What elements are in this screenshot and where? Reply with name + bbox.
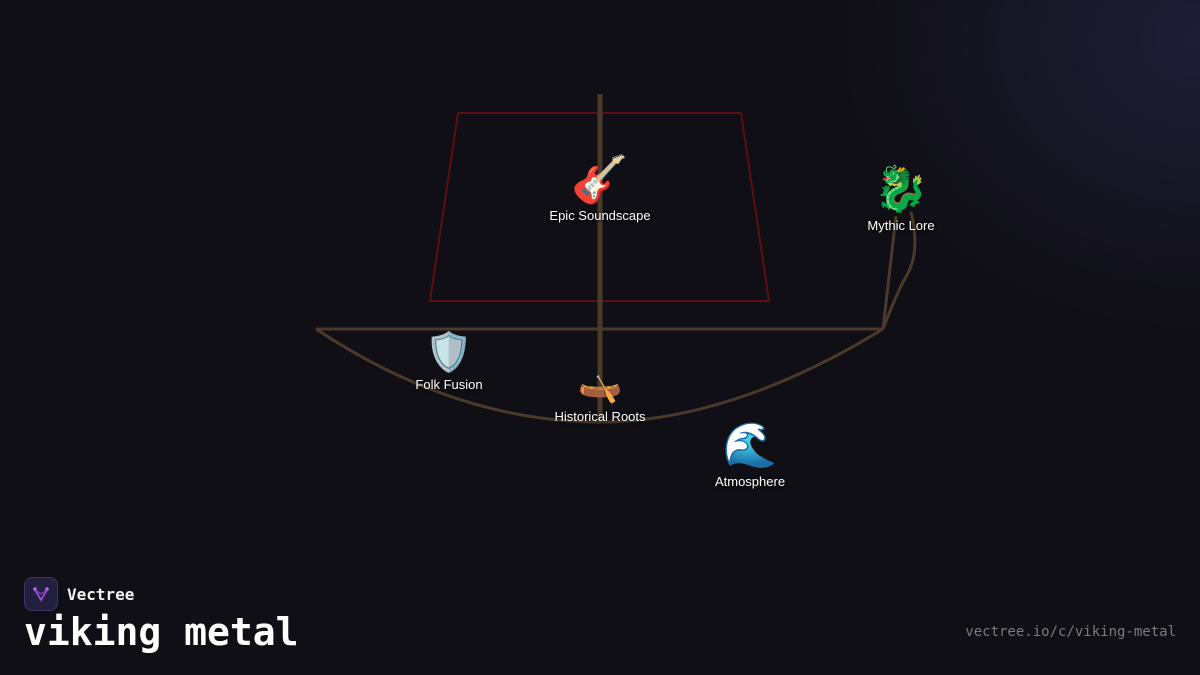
node-atmosphere[interactable]: 🌊 Atmosphere xyxy=(714,420,786,490)
prow xyxy=(881,215,898,330)
hull xyxy=(315,327,884,424)
node-mythic-lore[interactable]: 🐉 Mythic Lore xyxy=(867,164,935,234)
page-title: viking metal xyxy=(24,610,299,654)
prow-curve xyxy=(881,211,917,330)
shield-icon: 🛡️ xyxy=(425,330,473,374)
node-label: Atmosphere xyxy=(714,474,786,489)
node-label: Historical Roots xyxy=(554,409,646,424)
vectree-logo-icon xyxy=(24,577,58,611)
node-historical-roots[interactable]: 🛶 Historical Roots xyxy=(554,364,646,425)
canoe-icon: 🛶 xyxy=(577,364,623,405)
page-url[interactable]: vectree.io/c/viking-metal xyxy=(965,624,1176,640)
dragon-icon: 🐉 xyxy=(873,164,929,215)
sail-outline xyxy=(428,112,771,302)
node-epic-soundscape[interactable]: 🎸 Epic Soundscape xyxy=(549,156,650,223)
node-label: Folk Fusion xyxy=(415,377,483,392)
node-folk-fusion[interactable]: 🛡️ Folk Fusion xyxy=(415,333,482,392)
node-label: Epic Soundscape xyxy=(549,208,651,223)
guitar-icon: 🎸 xyxy=(571,152,629,206)
brand[interactable]: Vectree xyxy=(24,577,134,611)
wave-icon: 🌊 xyxy=(722,420,778,471)
brand-name: Vectree xyxy=(67,584,135,604)
node-label: Mythic Lore xyxy=(867,218,935,233)
